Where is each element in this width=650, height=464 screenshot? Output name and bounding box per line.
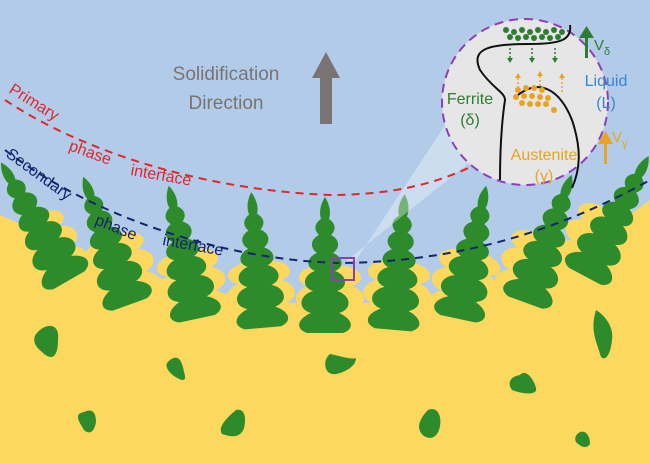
direction-label-line1: Solidification	[173, 64, 280, 85]
solidification-arrow	[312, 52, 340, 124]
v-gamma-label: Vγ	[612, 129, 628, 150]
ferrite-diffusion-arrows	[507, 48, 558, 63]
ferrite-boundary	[476, 24, 572, 181]
liquid-label: Liquid	[585, 73, 628, 90]
v-gamma-arrow	[598, 131, 613, 164]
secondary-interface-line	[4, 149, 650, 265]
ferrite-label: Ferrite	[447, 91, 493, 108]
ferrite-symbol: (δ)	[460, 112, 480, 129]
magnified-region-marker[interactable]	[331, 257, 355, 281]
inset-magnified-view: Vδ Vγ Ferrite (δ) Liquid (L) Austenite (…	[441, 18, 628, 189]
austenite-atoms	[513, 85, 557, 113]
v-delta-label: Vδ	[594, 37, 610, 58]
ferrite-particles	[34, 310, 613, 448]
liquid-symbol: (L)	[596, 95, 616, 112]
ferrite-atoms	[503, 27, 565, 41]
austenite-label: Austenite	[511, 147, 578, 164]
v-delta-arrow	[579, 26, 594, 58]
austenite-symbol: (γ)	[535, 168, 554, 185]
direction-label-line2: Direction	[189, 93, 264, 114]
primary-interface-line	[4, 99, 501, 197]
austenite-diffusion-arrows	[515, 71, 565, 92]
